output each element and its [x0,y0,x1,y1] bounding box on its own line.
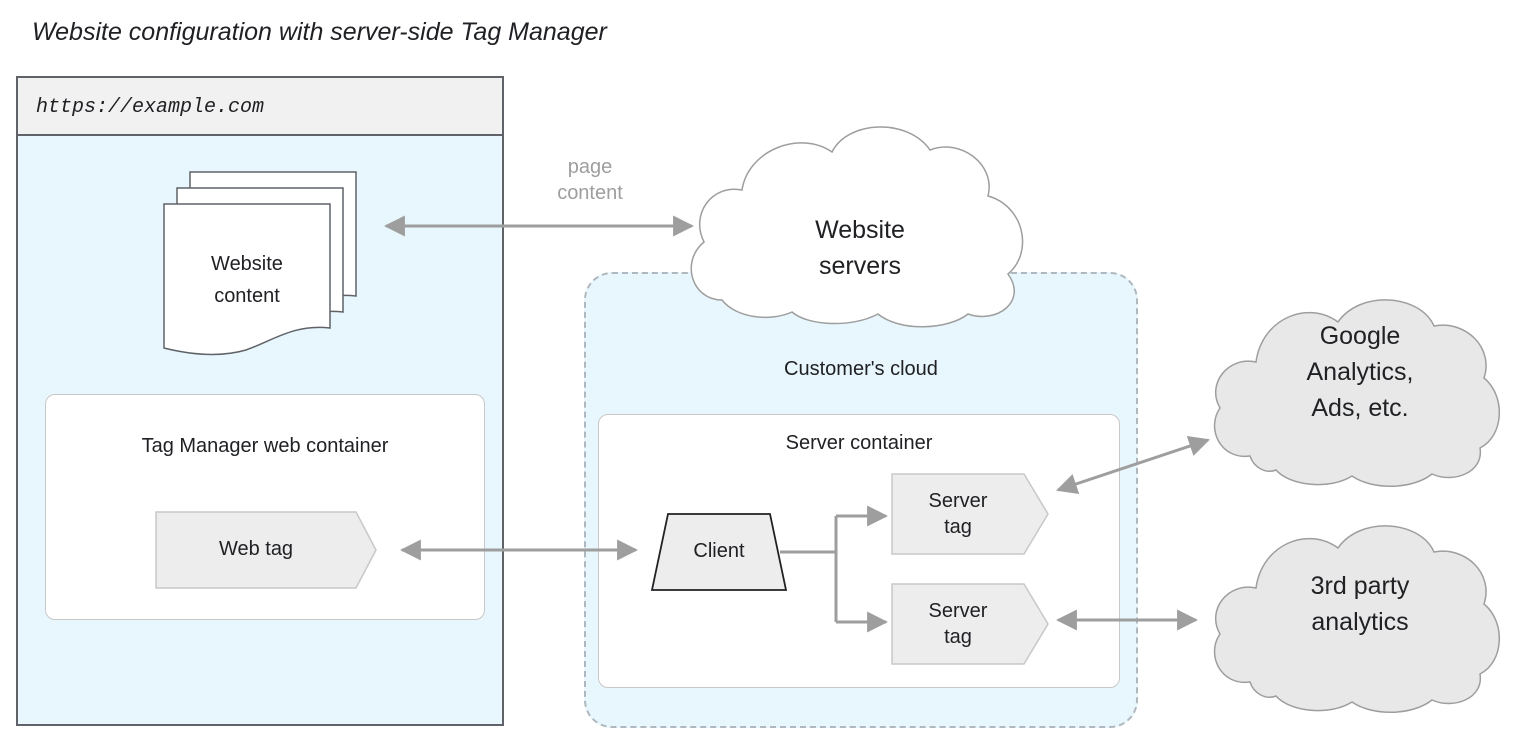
google-analytics-label: Google Analytics, Ads, etc. [1250,318,1470,426]
website-content-line1: Website [211,253,283,275]
tag-manager-web-container: Tag Manager web container [45,394,485,620]
google-line1: Google [1319,322,1401,350]
server-tag-1-line1: Server [928,490,988,512]
web-tag-shape [155,511,377,589]
page-content-line1: page [567,156,613,178]
website-servers-line2: servers [819,252,901,280]
client-to-server-tags-connector [780,516,838,622]
website-content-label: Website content [164,248,330,312]
server-tag-1-line2: tag [944,516,972,538]
google-line2: Analytics, [1306,358,1414,386]
server-tag-2-shape [891,583,1049,665]
url-bar: https://example.com [18,78,502,136]
server-tag-1-shape [891,473,1049,555]
web-container-label: Tag Manager web container [141,435,389,457]
website-content-pages-icon [163,171,357,356]
url-text: https://example.com [36,96,265,119]
third-party-analytics-cloud [1213,525,1500,713]
server-tag-2-label: Server tag [892,598,1024,650]
web-tag-label: Web tag [218,538,294,560]
third-party-line2: analytics [1311,608,1409,636]
client-shape [650,513,788,591]
website-servers-label: Website servers [760,212,960,284]
website-servers-line1: Website [815,216,905,244]
website-servers-cloud [690,126,1024,328]
third-party-analytics-label: 3rd party analytics [1250,568,1470,640]
third-party-line1: 3rd party [1310,572,1410,600]
server-tag-1-label: Server tag [892,488,1024,540]
customers-cloud-label: Customer's cloud [784,358,938,380]
google-line3: Ads, etc. [1311,394,1409,422]
server-tag-google-arrow [1056,436,1210,494]
website-content-line2: content [214,285,280,307]
server-container-label: Server container [785,432,933,454]
page-content-label: page content [520,154,660,206]
client-label: Client [693,540,745,562]
server-tag-2-line1: Server [928,600,988,622]
google-analytics-cloud [1213,299,1500,487]
diagram-title: Website configuration with server-side T… [32,18,607,46]
server-tag-2-line2: tag [944,626,972,648]
page-content-line2: content [557,182,623,204]
